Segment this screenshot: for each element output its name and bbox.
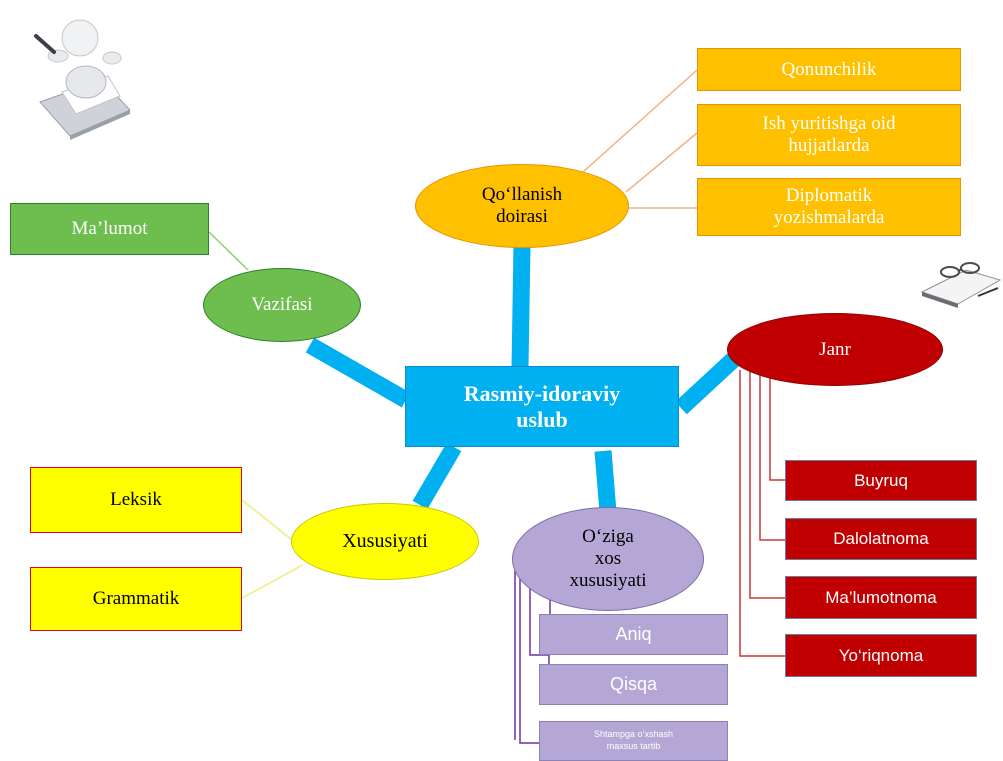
oziga-xos-item-shtamp: Shtampga o‘xshash maxsus tartib [539, 721, 728, 761]
janr-item-dalolatnoma: Dalolatnoma [785, 518, 977, 560]
oziga-xos-item-aniq: Aniq [539, 614, 728, 655]
xususiyati-label: Xususiyati [342, 530, 428, 552]
janr-item-buyruq: Buyruq [785, 460, 977, 501]
spoke-oziga-xos [594, 450, 617, 513]
oziga-xos-item-label: Shtampga o‘xshash [593, 729, 674, 740]
oziga-xos-label-line1: O‘ziga [582, 526, 634, 548]
qollanish-item-diplomatik: Diplomatik yozishmalarda [697, 178, 961, 236]
center-title-line1: Rasmiy-idoraviy [463, 381, 621, 407]
oziga-xos-item-qisqa: Qisqa [539, 664, 728, 705]
xususiyati-item-label: Grammatik [92, 588, 180, 610]
qollanish-label-line2: doirasi [496, 206, 548, 227]
spoke-xususiyati [412, 442, 462, 510]
qollanish-item-label: Qonunchilik [781, 58, 877, 80]
xususiyati-item-label: Leksik [110, 489, 162, 511]
qollanish-item-label: Diplomatik [785, 185, 873, 207]
oziga-xos-item-label: maxsus tartib [606, 741, 661, 751]
qollanish-label-line1: Qo‘llanish [481, 184, 563, 206]
spoke-qollanish [511, 244, 531, 369]
janr-item-malumotnoma: Ma’lumotnoma [785, 576, 977, 619]
janr-item-label: Ma’lumotnoma [825, 587, 937, 607]
spoke-vazifasi [305, 337, 411, 408]
xususiyati-node: Xususiyati [291, 503, 479, 580]
papers-with-glasses-icon [920, 262, 1002, 308]
vazifasi-label: Vazifasi [251, 294, 313, 316]
center-title-line2: uslub [516, 406, 568, 432]
janr-item-label: Yo‘riqnoma [838, 645, 924, 665]
spoke-janr [675, 351, 741, 415]
oziga-xos-node: O‘ziga xos xususiyati [512, 507, 704, 611]
xususiyati-item-leksik: Leksik [30, 467, 242, 533]
janr-label: Janr [819, 338, 851, 360]
center-node: Rasmiy-idoraviy uslub [405, 366, 679, 447]
qollanish-item-qonunchilik: Qonunchilik [697, 48, 961, 91]
vazifasi-item-malumot: Ma’lumot [10, 203, 209, 255]
vazifasi-item-label: Ma’lumot [71, 218, 148, 240]
qollanish-item-label: yozishmalarda [773, 207, 885, 228]
qollanish-item-label: hujjatlarda [788, 135, 870, 156]
janr-item-label: Dalolatnoma [833, 529, 929, 549]
thinking-person-icon [34, 19, 131, 140]
oziga-xos-item-label: Aniq [615, 624, 652, 645]
xususiyati-item-grammatik: Grammatik [30, 567, 242, 631]
qollanish-item-ish-yuritish: Ish yuritishga oid hujjatlarda [697, 104, 961, 166]
oziga-xos-item-label: Qisqa [609, 674, 658, 695]
qollanish-node: Qo‘llanish doirasi [415, 164, 629, 248]
janr-item-yoriqnoma: Yo‘riqnoma [785, 634, 977, 677]
oziga-xos-label-line2: xos [594, 548, 622, 570]
qollanish-item-label: Ish yuritishga oid [762, 113, 896, 135]
vazifasi-node: Vazifasi [203, 268, 361, 342]
janr-item-label: Buyruq [854, 470, 908, 490]
janr-node: Janr [727, 313, 943, 386]
oziga-xos-label-line3: xususiyati [569, 569, 647, 591]
